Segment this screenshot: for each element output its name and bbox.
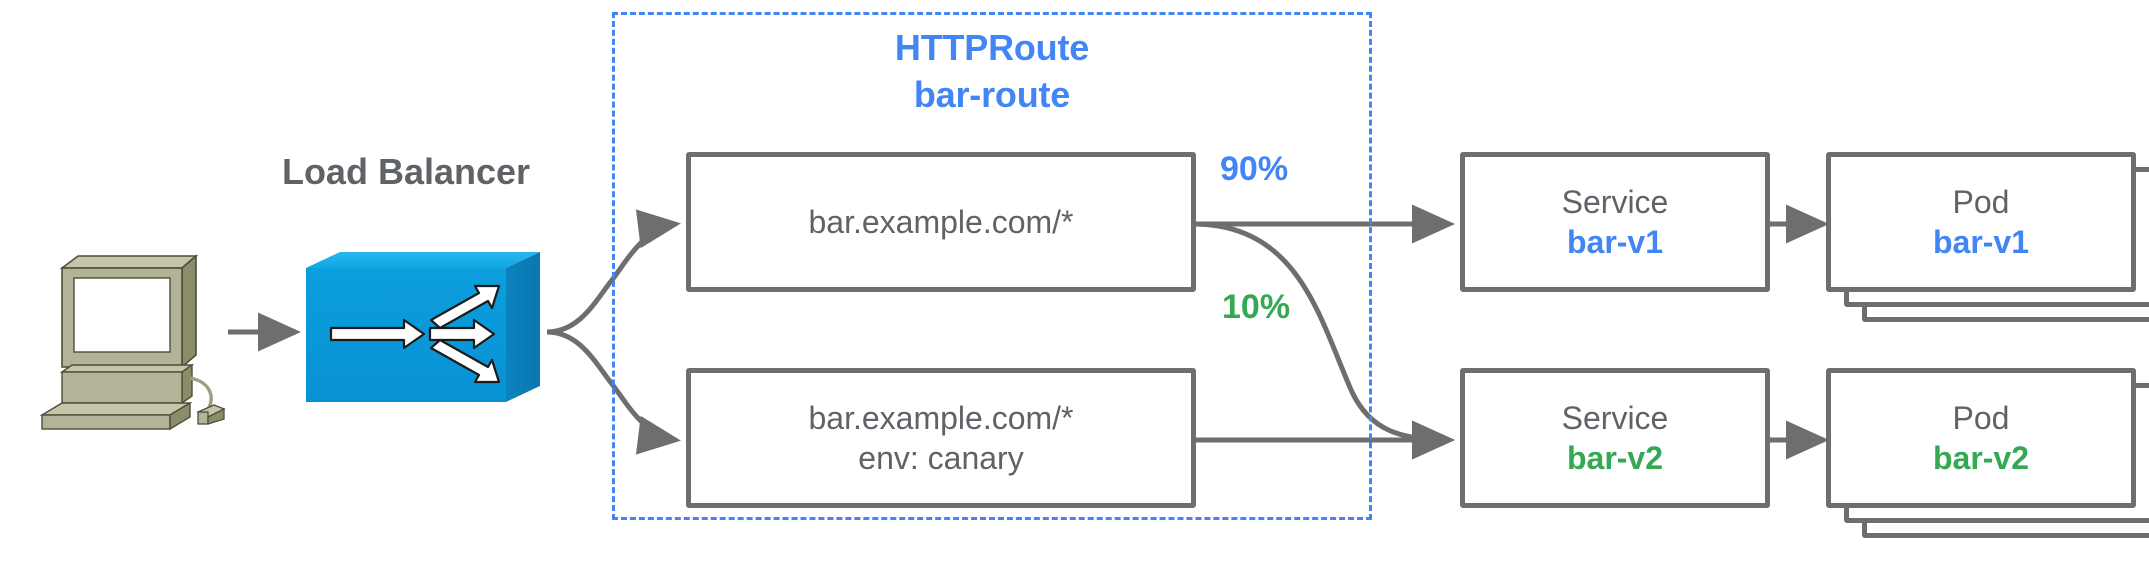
service-v1-kind: Service <box>1561 184 1669 220</box>
service-v2-kind: Service <box>1561 400 1669 436</box>
rule-primary-match: bar.example.com/* <box>808 204 1074 240</box>
rule-canary-match: bar.example.com/* <box>808 400 1074 436</box>
pod-bar-v2[interactable]: Pod bar-v2 <box>1826 368 2136 508</box>
httproute-name-label: bar-route <box>913 74 1071 115</box>
network-switch-icon <box>306 252 540 402</box>
arrow-rule-primary-to-service-v2 <box>1195 221 1456 460</box>
pod-v1-name: bar-v1 <box>1932 224 2030 260</box>
pod-v2-name: bar-v2 <box>1932 440 2030 476</box>
service-bar-v2[interactable]: Service bar-v2 <box>1460 368 1770 508</box>
httproute-rule-canary[interactable]: bar.example.com/* env: canary <box>686 368 1196 508</box>
rule-canary-header: env: canary <box>858 440 1024 476</box>
workstation-icon <box>39 254 226 431</box>
httproute-boundary <box>612 12 1372 520</box>
service-v1-name: bar-v1 <box>1566 224 1664 260</box>
service-bar-v1[interactable]: Service bar-v1 <box>1460 152 1770 292</box>
load-balancer-label: Load Balancer <box>281 151 531 192</box>
weight-label-10: 10% <box>1222 288 1291 326</box>
httproute-rule-primary[interactable]: bar.example.com/* <box>686 152 1196 292</box>
pod-bar-v1[interactable]: Pod bar-v1 <box>1826 152 2136 292</box>
httproute-kind-label: HTTPRoute <box>894 27 1090 68</box>
pod-v2-kind: Pod <box>1952 400 2010 436</box>
pod-v1-kind: Pod <box>1952 184 2010 220</box>
weight-label-90: 90% <box>1220 150 1289 188</box>
service-v2-name: bar-v2 <box>1566 440 1664 476</box>
